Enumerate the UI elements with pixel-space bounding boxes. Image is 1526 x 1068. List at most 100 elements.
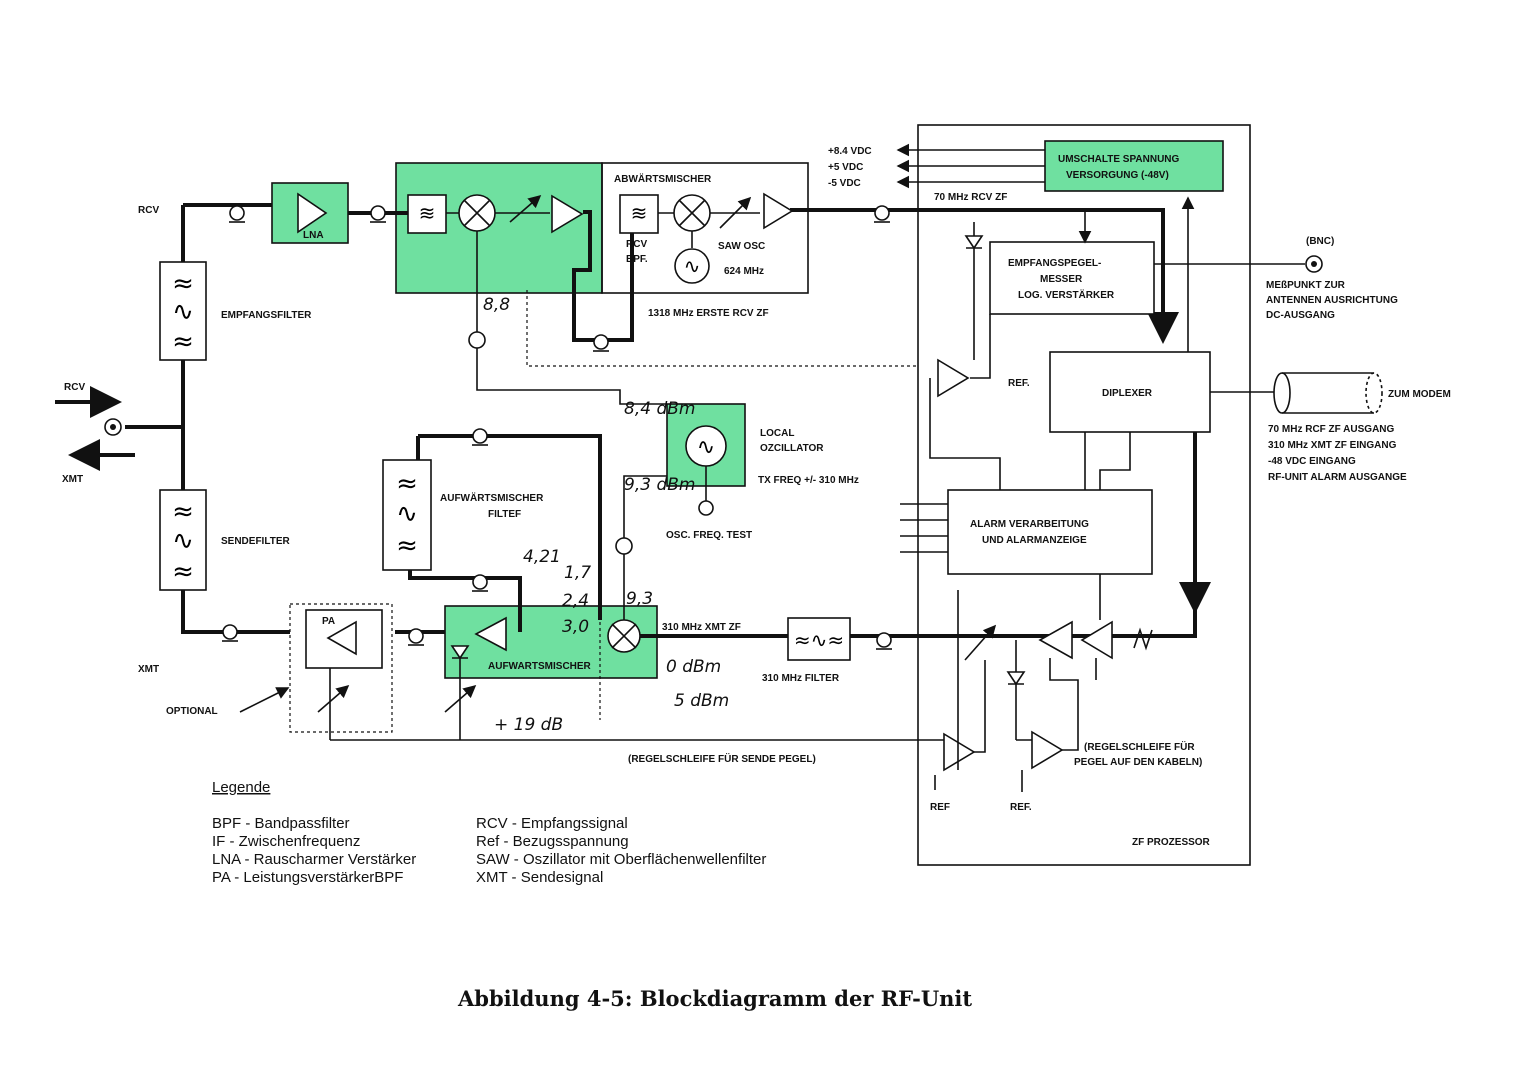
label-ref-2: REF xyxy=(930,802,950,813)
empfangspegel-box xyxy=(989,241,1155,315)
label-modem-4: RF-UNIT ALARM AUSGANGE xyxy=(1268,472,1407,483)
label-pegel-3: LOG. VERSTÄRKER xyxy=(1018,288,1115,301)
power-supply-block xyxy=(1044,140,1224,192)
lo-connector-icon xyxy=(468,331,486,349)
svg-text:∿: ∿ xyxy=(697,435,715,460)
label-regel-sende: (REGELSCHLEIFE FÜR SENDE PEGEL) xyxy=(628,752,816,765)
label-umschalte-1: UMSCHALTE SPANNUNG xyxy=(1058,154,1180,165)
optional-arrow xyxy=(239,687,290,713)
svg-text:∿: ∿ xyxy=(684,254,701,278)
label-local-osc-1: LOCAL xyxy=(760,428,794,439)
label-ref-1: REF. xyxy=(1008,378,1030,389)
legend-left-item: PA - LeistungsverstärkerBPF xyxy=(212,869,403,886)
legend-left-item: LNA - Rauscharmer Verstärker xyxy=(212,851,416,868)
label-saw-osc: SAW OSC xyxy=(718,241,765,252)
empfangsfilter-icon: ≈ ∿ ≈ xyxy=(159,261,207,361)
label-diplexer: DIPLEXER xyxy=(1102,388,1153,399)
alarm-feed-2 xyxy=(1084,432,1131,620)
label-messpunkt-2: ANTENNEN AUSRICHTUNG xyxy=(1266,295,1398,306)
legend-left-item: BPF - Bandpassfilter xyxy=(212,815,350,832)
label-alarm-1: ALARM VERARBEITUNG xyxy=(970,519,1089,530)
label-rcv-in: RCV xyxy=(64,382,85,393)
label-ref-3: REF. xyxy=(1010,802,1032,813)
label-aufw-filter-2: FILTEF xyxy=(488,509,521,520)
figure-caption: Abbildung 4-5: Blockdiagramm der RF-Unit xyxy=(457,986,972,1011)
modem-cable-icon xyxy=(1273,372,1383,414)
hand-note: 8,4 dBm xyxy=(624,399,695,419)
hand-note: + 19 dB xyxy=(494,715,563,735)
svg-text:≈: ≈ xyxy=(172,557,194,587)
legend-right-item: SAW - Oszillator mit Oberflächenwellenfi… xyxy=(476,851,766,868)
svg-text:∿: ∿ xyxy=(172,526,194,556)
xmt-bottom-line xyxy=(181,590,290,634)
label-local-osc-2: OZCILLATOR xyxy=(760,443,824,454)
aufwaertsmischer-filter-icon: ≈ ∿ ≈ xyxy=(382,459,432,571)
svg-text:≋: ≋ xyxy=(419,201,436,225)
variable-attenuator-icon xyxy=(317,194,1153,713)
label-alarm-2: UND ALARMANZEIGE xyxy=(982,535,1087,546)
pegel-feed xyxy=(970,314,991,379)
kabel-regel-line xyxy=(1016,658,1079,751)
label-xmt-out: XMT xyxy=(62,474,83,485)
label-messpunkt-3: DC-AUSGANG xyxy=(1266,310,1335,321)
label-pa: PA xyxy=(322,616,335,627)
ref-line-1 xyxy=(934,590,959,790)
label-lna: LNA xyxy=(303,230,324,241)
label-rcv-bpf-1: RCV xyxy=(626,239,647,250)
label-rcv-bpf-2: BPF. xyxy=(626,254,648,265)
abwaertsmischer-frame xyxy=(601,162,809,294)
svg-text:≋: ≋ xyxy=(631,201,648,225)
label-sendefilter: SENDEFILTER xyxy=(221,536,290,547)
alarm-box xyxy=(947,489,1153,575)
label-xmt-bottom: XMT xyxy=(138,664,159,675)
svg-text:≈: ≈ xyxy=(172,269,194,299)
legend-right-item: XMT - Sendesignal xyxy=(476,869,603,886)
hand-note: 2,4 xyxy=(562,591,589,611)
legend-title: Legende xyxy=(212,779,270,796)
svg-text:∿: ∿ xyxy=(396,499,418,529)
amplifier-icon xyxy=(297,192,1113,772)
hand-note: 4,21 xyxy=(523,547,561,567)
label-regel-kabel-2: PEGEL AUF DEN KABELN) xyxy=(1074,757,1202,768)
label-umschalte-2: VERSORGUNG (-48V) xyxy=(1066,170,1169,181)
optional-pa-frame xyxy=(289,603,393,733)
label-messpunkt-1: MEßPUNKT ZUR xyxy=(1266,280,1346,291)
svg-text:≈: ≈ xyxy=(172,327,194,357)
legend-left-item: IF - Zwischenfrequenz xyxy=(212,833,360,850)
label-regel-kabel-1: (REGELSCHLEIFE FÜR xyxy=(1084,740,1195,753)
label-filter-310: 310 MHz FILTER xyxy=(762,673,840,684)
svg-text:≈: ≈ xyxy=(396,469,418,499)
hand-note: 9,3 xyxy=(626,589,653,609)
svg-text:∿: ∿ xyxy=(172,297,194,327)
legend-right-item: RCV - Empfangssignal xyxy=(476,815,628,832)
hand-note: 1,7 xyxy=(564,563,591,583)
osc-test-connector-icon xyxy=(698,500,714,516)
label-optional: OPTIONAL xyxy=(166,706,218,717)
label-zum-modem: ZUM MODEM xyxy=(1388,389,1451,400)
dashed-link-1 xyxy=(526,290,918,367)
label-bnc: (BNC) xyxy=(1306,236,1334,247)
label-v5n: -5 VDC xyxy=(828,178,861,189)
sende-regel-up xyxy=(974,660,986,753)
label-empfangsfilter: EMPFANGSFILTER xyxy=(221,310,312,321)
hand-note: 5 dBm xyxy=(674,691,729,711)
cable-connector-icon xyxy=(104,205,892,650)
label-modem-3: -48 VDC EINGANG xyxy=(1268,456,1356,467)
label-zf-prozessor: ZF PROZESSOR xyxy=(1132,837,1211,848)
label-aufwaertsmischer: AUFWARTSMISCHER xyxy=(488,661,592,672)
rcv-zf-line xyxy=(790,208,1179,344)
label-aufw-filter-1: AUFWÄRTSMISCHER xyxy=(440,491,544,504)
svg-text:≈: ≈ xyxy=(396,531,418,561)
zf-processor-frame xyxy=(917,124,1251,866)
label-pegel-1: EMPFANGSPEGEL- xyxy=(1008,258,1101,269)
oscillator-icon: ∿ ∿ xyxy=(674,248,727,467)
legend-right-item: Ref - Bezugsspannung xyxy=(476,833,629,850)
svg-text:≈∿≈: ≈∿≈ xyxy=(794,628,844,652)
svg-text:≈: ≈ xyxy=(172,497,194,527)
sendefilter-icon: ≈ ∿ ≈ xyxy=(159,489,207,591)
hand-note: 8,8 xyxy=(483,295,510,315)
label-rcv-zf-70: 70 MHz RCV ZF xyxy=(934,192,1007,203)
label-v84: +8.4 VDC xyxy=(828,146,872,157)
label-rcv-top: RCV xyxy=(138,205,159,216)
